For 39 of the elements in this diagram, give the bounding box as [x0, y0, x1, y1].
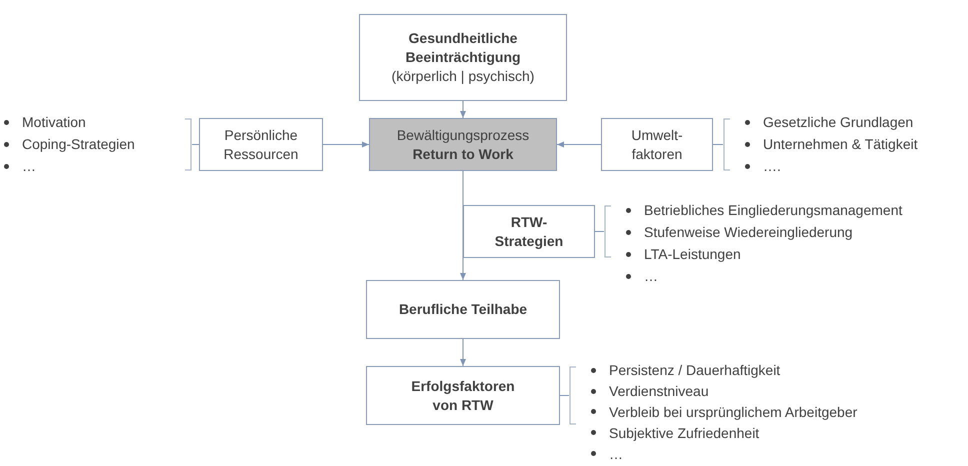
list-item: … — [644, 267, 658, 285]
list-item: Subjektive Zufriedenheit — [609, 424, 760, 442]
arrow — [460, 338, 466, 366]
box-text: Bewältigungsprozess Return to Work — [396, 126, 530, 164]
list-item: Verbleib bei ursprünglichem Arbeitgeber — [609, 402, 858, 421]
connector-line — [192, 144, 200, 145]
list-item: Unternehmen & Tätigkeit — [763, 135, 918, 153]
box-text: RTW- Strategien — [494, 212, 564, 250]
list-item: Stufenweise Wiedereingliederung — [644, 223, 853, 241]
arrow — [322, 142, 370, 148]
box-text: Umwelt- faktoren — [630, 126, 684, 164]
box-text: (körperlich | psychisch) — [392, 67, 534, 86]
list-item: LTA-Leistungen — [644, 245, 741, 263]
connector-line — [594, 231, 604, 232]
connector-line — [560, 395, 570, 396]
box-text: Persönliche Ressourcen — [222, 126, 300, 164]
list-item: Motivation — [22, 113, 86, 131]
list-item: Persistenz / Dauerhaftigkeit — [609, 361, 780, 380]
list-item: … — [22, 157, 36, 175]
strategy-box — [463, 205, 595, 258]
participation-box — [366, 280, 560, 339]
list-item: Gesetzliche Grundlagen — [763, 113, 914, 131]
list-item: … — [609, 444, 623, 463]
box-text: Erfolgsfaktoren von RTW — [410, 376, 516, 414]
list-item: Verdienstniveau — [609, 382, 709, 400]
box-text: Berufliche Teilhabe — [398, 300, 528, 319]
connector-line — [712, 144, 724, 145]
box-text: Gesundheitliche Beeinträchtigung — [404, 29, 522, 67]
environment-box — [601, 118, 713, 171]
process-box — [369, 118, 557, 171]
arrow — [460, 170, 466, 280]
arrow — [556, 142, 602, 148]
list-item: Betriebliches Eingliederungsmanagement — [644, 201, 902, 219]
list-item: …. — [763, 157, 781, 175]
resources-box — [199, 118, 323, 171]
list-item: Coping-Strategien — [22, 135, 135, 153]
success-factors-box — [366, 366, 560, 425]
arrow — [460, 100, 466, 118]
condition-box — [359, 14, 567, 101]
